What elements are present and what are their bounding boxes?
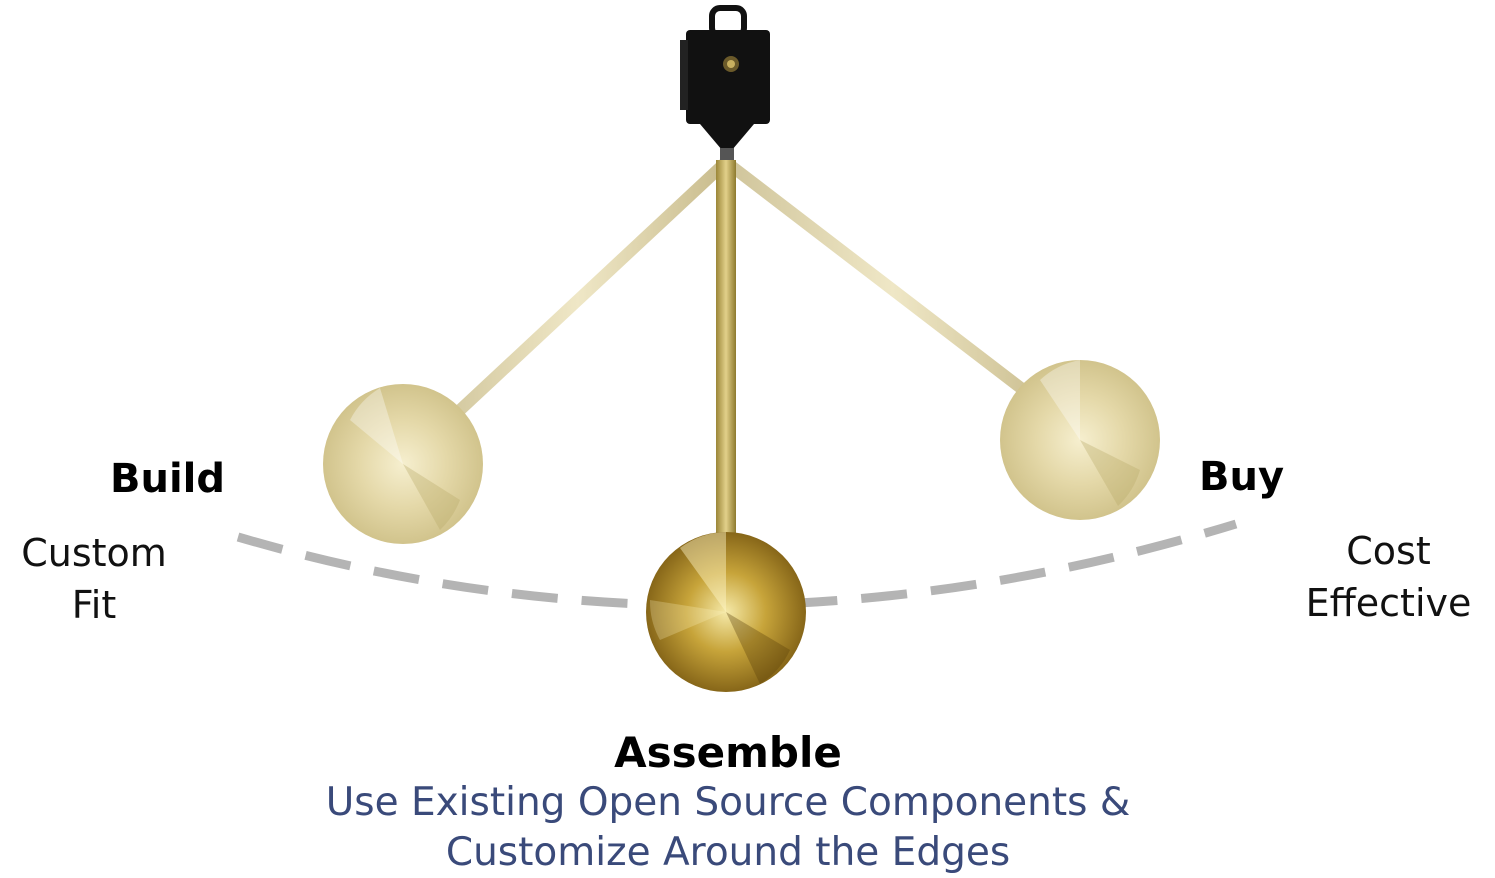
buy-desc-line-1: Cost [1346,529,1431,573]
pendulum-bob-icon-center [646,532,806,692]
center-pendulum-rod [716,160,736,540]
left-pendulum-rod [424,156,732,444]
build-description: Custom Fit [14,527,174,631]
build-desc-line-2: Fit [71,583,117,627]
build-desc-line-1: Custom [21,531,167,575]
buy-desc-line-2: Effective [1305,581,1472,625]
assemble-description: Use Existing Open Source Components & Cu… [0,778,1456,878]
right-pendulum-rod [720,156,1066,424]
buy-title: Buy [1199,454,1285,500]
pendulum-bob-icon-left [323,384,483,544]
assemble-title: Assemble [614,728,842,777]
buy-description: Cost Effective [1296,525,1481,629]
build-title: Build [110,456,226,502]
pendulum-bob-icon-right [1000,360,1160,520]
assemble-desc-line-1: Use Existing Open Source Components & [325,780,1131,825]
clock-movement-icon [680,5,770,160]
assemble-desc-line-2: Customize Around the Edges [445,830,1011,875]
